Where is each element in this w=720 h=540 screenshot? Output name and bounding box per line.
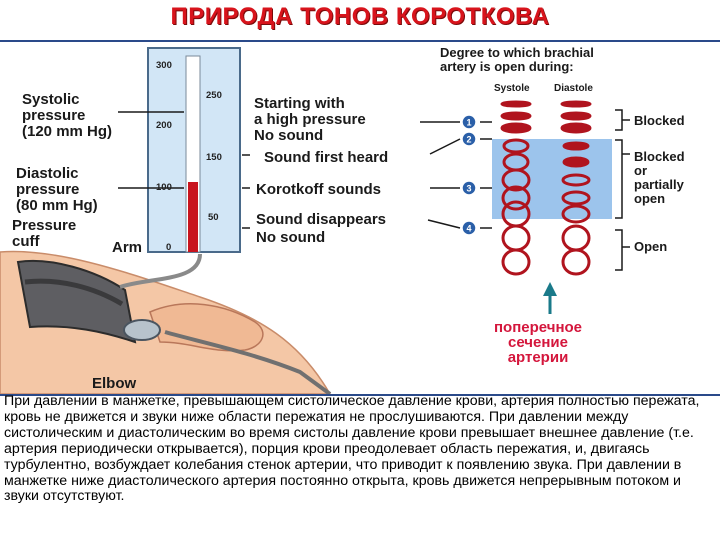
gauge-tick: 0 [166,242,172,253]
caption-line2: сечение [508,334,568,351]
artery-cross-section [500,122,532,134]
state-partial-line3: partially [634,177,684,192]
sound-first-heard-label: Sound first heard [264,149,389,166]
artery-cross-section [501,168,531,192]
systolic-label-line3: (120 mm Hg) [22,123,113,140]
artery-cross-section [500,111,532,121]
elbow-label: Elbow [92,375,137,392]
artery-cross-section [560,100,592,108]
diagram-svg: 1 2 3 4 [0,47,630,394]
systolic-label-line2: pressure [22,107,86,124]
artery-cross-section [502,138,530,154]
starting-label-line1: Starting with [254,95,345,112]
step-marker-number: 3 [466,184,471,194]
cuff-label-line1: Pressure [12,217,77,234]
artery-cross-section [501,224,531,252]
diagram-panel: 1 2 3 4 300 200 100 0 250 150 50 Systolic p… [0,40,720,396]
artery-cross-section [561,248,591,276]
diastolic-label-line2: pressure [16,181,80,198]
starting-label-line3: No sound [254,127,324,144]
column-systole: Systole [494,83,530,94]
step-marker-number: 2 [466,135,471,145]
gauge-tick: 100 [156,182,172,193]
gauge-tick: 300 [156,60,172,71]
state-partial-line1: Blocked [634,149,685,164]
cross-section-caption: поперечное сечение артерии [478,320,598,365]
stethoscope-head [123,319,161,341]
sound-disappears-label: Sound disappears [256,211,387,228]
state-open-label: Open [634,239,668,254]
starting-label-line2: a high pressure [254,111,366,128]
caption-line3: артерии [507,349,569,366]
state-partial-line4: open [634,191,666,206]
step-marker-number: 1 [466,118,471,128]
artery-header-line1: Degree to which brachial [440,45,594,60]
no-sound-label: No sound [256,229,326,246]
gauge-tick: 50 [208,212,219,223]
step-marker-number: 4 [466,224,471,234]
step-marker [461,114,477,130]
description-text: При давлении в манжетке, превышающем сис… [4,393,700,505]
artery-cross-section [561,224,591,252]
step-marker [461,220,477,236]
artery-cross-section [561,204,591,224]
artery-cross-section [562,141,590,151]
arm-label: Arm [112,239,143,256]
artery-cross-section [561,173,591,187]
gauge-tick: 250 [206,90,222,101]
column-diastole: Diastole [554,83,593,94]
artery-cross-section [562,156,590,168]
cuff-label-line2: cuff [12,233,40,250]
caption-line1: поперечное [493,319,583,336]
artery-cross-section [561,190,591,206]
diastolic-label-line3: (80 mm Hg) [16,197,98,214]
cuff-band [24,278,124,307]
stethoscope-tube [164,330,332,394]
artery-cross-section [560,122,592,134]
artery-cross-section [501,248,531,276]
state-blocked-label: Blocked [634,113,685,128]
step-marker [461,180,477,196]
state-partial-line2: or [634,163,647,178]
systolic-label-line1: Systolic [22,91,80,108]
page-title: ПРИРОДА ТОНОВ КОРОТКОВА [170,3,550,30]
gauge-tick: 150 [206,152,222,163]
cross-section-arrow [543,282,557,296]
mercury-column [188,182,198,252]
gauge-tick: 200 [156,120,172,131]
artery-cross-section [500,100,532,108]
artery-header-line2: artery is open during: [440,59,574,74]
artery-cross-section [501,185,531,211]
artery-cross-section [560,111,592,121]
diastolic-label-line1: Diastolic [16,165,79,182]
korotkoff-sounds-label: Korotkoff sounds [256,181,381,198]
hand-shape [149,303,264,352]
step-marker [461,131,477,147]
gauge-tube [119,253,202,289]
